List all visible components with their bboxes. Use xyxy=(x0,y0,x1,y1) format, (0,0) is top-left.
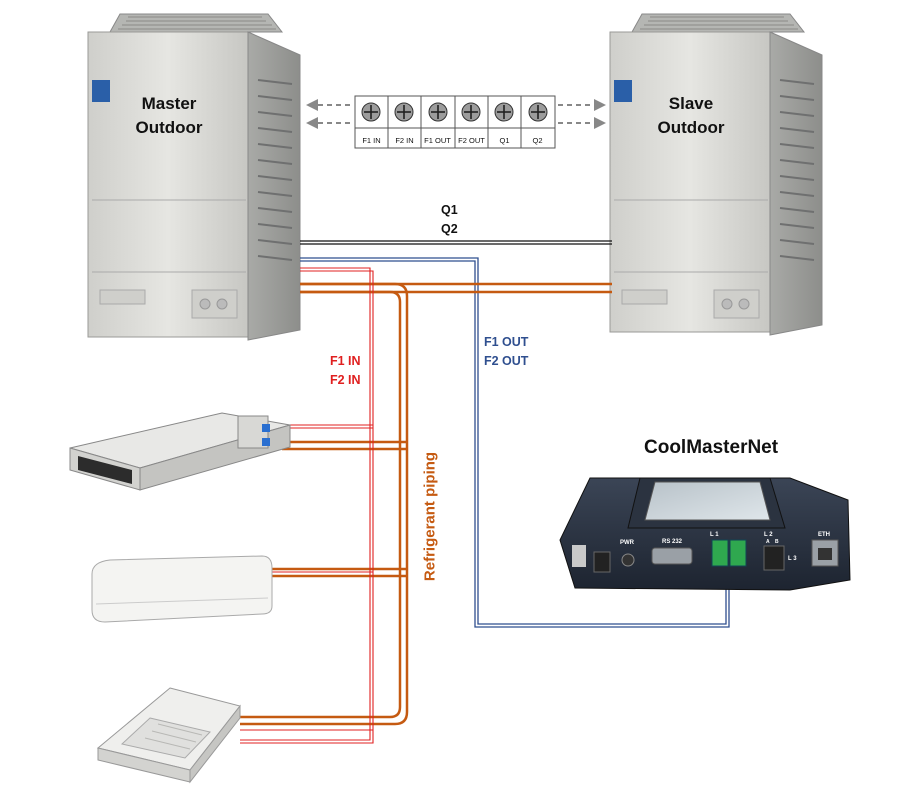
slave-label-line2: Outdoor xyxy=(657,118,725,137)
master-outdoor-label: Master Outdoor xyxy=(114,92,224,140)
screw-terminal-icon xyxy=(361,102,548,122)
power-jack-icon xyxy=(621,553,635,567)
usb-port-icon xyxy=(572,545,586,567)
brand-logo-icon xyxy=(92,80,110,102)
f-out-wire xyxy=(300,257,730,628)
master-outdoor-unit xyxy=(87,13,301,341)
slave-outdoor-label: Slave Outdoor xyxy=(636,92,746,140)
port-label: A xyxy=(766,539,770,545)
port-label: RS 232 xyxy=(662,539,683,545)
rs232-port-icon xyxy=(651,547,693,565)
port-label: L 3 xyxy=(788,556,797,562)
f-out-label: F1 OUT F2 OUT xyxy=(484,333,528,371)
f1-out-label: F1 OUT xyxy=(484,335,529,349)
master-label-line2: Outdoor xyxy=(135,118,203,137)
terminal-label: F1 OUT xyxy=(424,136,451,145)
terminal-label: Q1 xyxy=(499,136,510,145)
q-wire xyxy=(300,240,612,245)
terminal-label: F2 OUT xyxy=(458,136,485,145)
q-wire-label: Q1 Q2 xyxy=(441,201,458,239)
cassette-indoor-unit xyxy=(96,687,241,784)
f1-in-label: F1 IN xyxy=(330,354,361,368)
port-label: L 2 xyxy=(764,532,773,538)
port-label: B xyxy=(775,539,779,545)
q1-label: Q1 xyxy=(441,203,458,217)
wall-indoor-unit xyxy=(91,555,273,623)
f-in-wire xyxy=(240,267,374,744)
f-in-label: F1 IN F2 IN xyxy=(330,352,361,390)
port-label: PWR xyxy=(620,540,634,546)
brand-logo-icon xyxy=(614,80,632,102)
slave-label-line1: Slave xyxy=(668,94,714,113)
master-label-line1: Master xyxy=(141,94,197,113)
refrigerant-piping-label: Refrigerant piping xyxy=(421,451,439,582)
terminal-label: F2 IN xyxy=(395,136,414,145)
q2-label: Q2 xyxy=(441,222,458,236)
arrow-head-icon xyxy=(306,99,606,129)
f2-in-label: F2 IN xyxy=(330,373,361,387)
slave-outdoor-unit xyxy=(609,13,823,336)
device-title: CoolMasterNet xyxy=(644,437,779,458)
port-label: L 1 xyxy=(710,532,719,538)
port-label: ETH xyxy=(818,532,830,538)
f2-out-label: F2 OUT xyxy=(484,354,529,368)
terminal-label: Q2 xyxy=(532,136,543,145)
ducted-indoor-unit xyxy=(69,412,291,491)
terminal-label: F1 IN xyxy=(362,136,381,145)
coolmasternet-device xyxy=(559,477,851,591)
connection-arrows xyxy=(318,104,594,124)
refrigerant-pipe xyxy=(240,282,612,726)
terminal-block xyxy=(354,95,556,149)
